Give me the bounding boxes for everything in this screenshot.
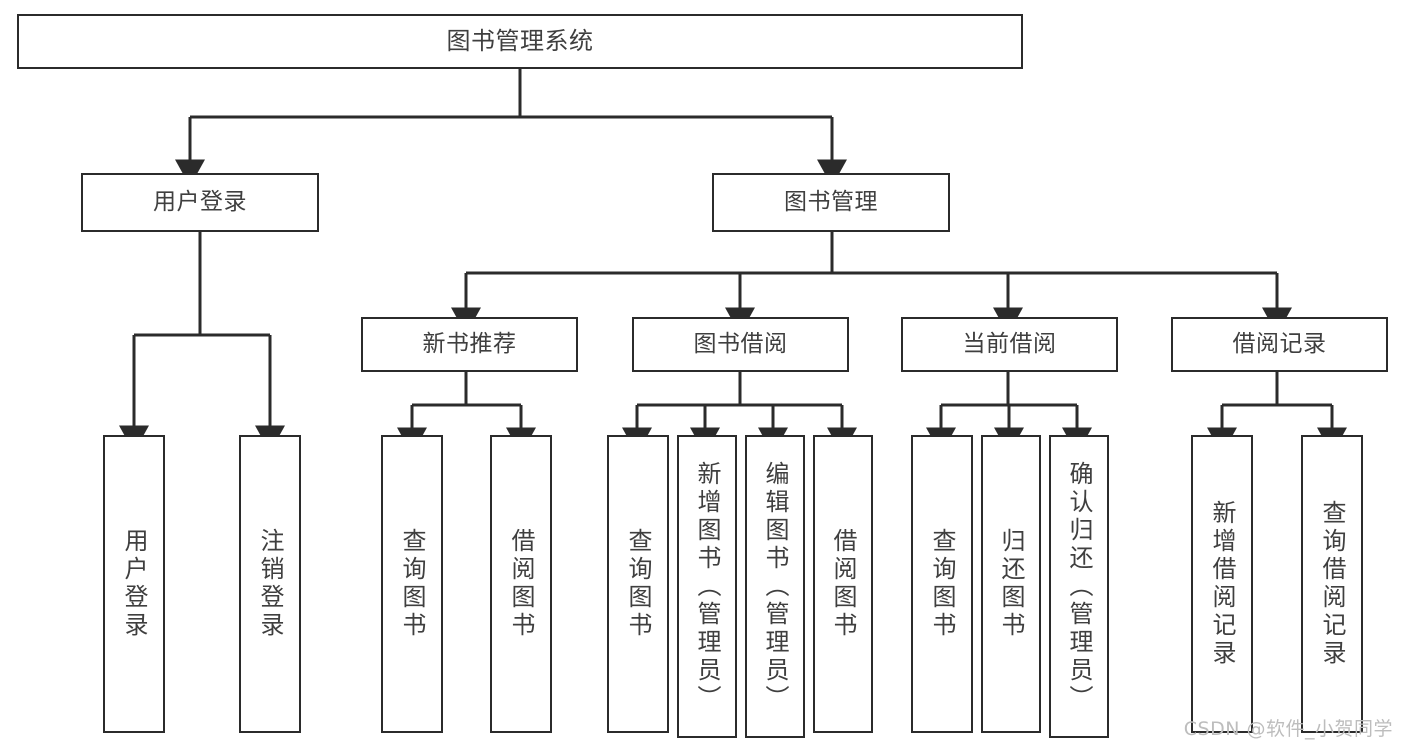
node-label: 注销登录 <box>256 528 284 640</box>
node-book-management[interactable]: 图书管理 <box>712 173 950 232</box>
leaf-edit-book-admin[interactable]: 编辑图书（管理员） <box>745 435 805 738</box>
leaf-confirm-return-admin[interactable]: 确认归还（管理员） <box>1049 435 1109 738</box>
node-label: 借阅图书 <box>507 528 535 640</box>
node-user-login[interactable]: 用户登录 <box>81 173 319 232</box>
node-label: 图书管理 <box>784 188 878 215</box>
leaf-query-borrow-record[interactable]: 查询借阅记录 <box>1301 435 1363 733</box>
leaf-logout-login[interactable]: 注销登录 <box>239 435 301 733</box>
csdn-watermark: CSDN @软件_小贺同学 <box>1183 718 1393 740</box>
node-label: 新增借阅记录 <box>1208 500 1236 668</box>
node-label: 图书借阅 <box>693 330 788 357</box>
node-label: 确认归还（管理员） <box>1065 460 1093 713</box>
node-label: 用户登录 <box>153 188 247 215</box>
node-label: 查询借阅记录 <box>1318 500 1346 668</box>
node-label: 归还图书 <box>997 528 1025 640</box>
leaf-borrow-book-2[interactable]: 借阅图书 <box>813 435 873 733</box>
node-label: 查询图书 <box>624 528 652 640</box>
leaf-query-book-3[interactable]: 查询图书 <box>911 435 973 733</box>
leaf-return-book[interactable]: 归还图书 <box>981 435 1041 733</box>
node-new-book-recommend[interactable]: 新书推荐 <box>361 317 578 372</box>
node-label: 编辑图书（管理员） <box>761 460 789 713</box>
leaf-borrow-book-1[interactable]: 借阅图书 <box>490 435 552 733</box>
node-label: 查询图书 <box>928 528 956 640</box>
node-label: 新书推荐 <box>422 330 517 357</box>
node-root-book-management-system[interactable]: 图书管理系统 <box>17 14 1023 69</box>
leaf-add-borrow-record[interactable]: 新增借阅记录 <box>1191 435 1253 733</box>
leaf-query-book-2[interactable]: 查询图书 <box>607 435 669 733</box>
node-label: 用户登录 <box>120 528 148 640</box>
node-label: 图书管理系统 <box>446 27 594 56</box>
leaf-user-login[interactable]: 用户登录 <box>103 435 165 733</box>
node-book-borrow[interactable]: 图书借阅 <box>632 317 849 372</box>
node-label: 当前借阅 <box>962 330 1057 357</box>
node-label: 借阅图书 <box>829 528 857 640</box>
node-current-borrow[interactable]: 当前借阅 <box>901 317 1118 372</box>
node-label: 查询图书 <box>398 528 426 640</box>
node-label: 新增图书（管理员） <box>693 460 721 713</box>
node-label: 借阅记录 <box>1232 330 1327 357</box>
node-borrow-record[interactable]: 借阅记录 <box>1171 317 1388 372</box>
leaf-add-book-admin[interactable]: 新增图书（管理员） <box>677 435 737 738</box>
leaf-query-book-1[interactable]: 查询图书 <box>381 435 443 733</box>
